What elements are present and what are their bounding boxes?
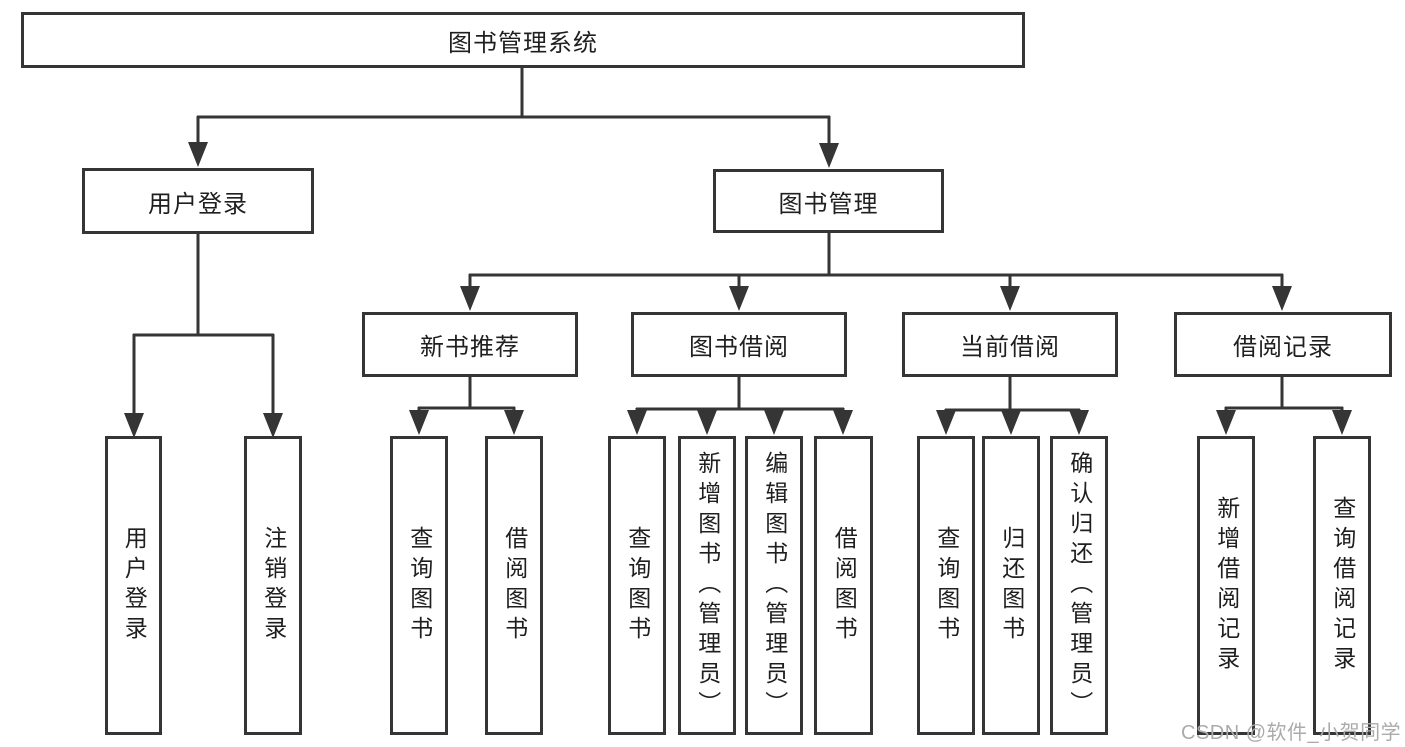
- node-leaf-borrow-books-recommend-label: 借阅图书: [501, 525, 528, 646]
- node-leaf-add-book-admin: 新增图书（管理员）: [678, 436, 736, 735]
- node-leaf-confirm-return-admin: 确认归还（管理员）: [1050, 436, 1108, 735]
- node-borrow-records-label: 借阅记录: [1233, 334, 1333, 361]
- node-book-management: 图书管理: [713, 169, 944, 233]
- node-leaf-query-books-borrowing: 查询图书: [608, 436, 666, 735]
- node-leaf-edit-book-admin-label: 编辑图书（管理员）: [761, 450, 788, 721]
- node-leaf-query-books-borrowing-label: 查询图书: [624, 525, 651, 646]
- node-leaf-query-books-recommend: 查询图书: [390, 436, 448, 735]
- node-leaf-user-login: 用户登录: [105, 436, 162, 735]
- node-user-login-label: 用户登录: [148, 190, 248, 218]
- node-new-book-recommend: 新书推荐: [362, 312, 578, 377]
- node-leaf-edit-book-admin: 编辑图书（管理员）: [745, 436, 803, 735]
- node-leaf-return-books: 归还图书: [982, 436, 1040, 735]
- node-book-borrowing: 图书借阅: [631, 312, 847, 377]
- node-leaf-add-borrow-record: 新增借阅记录: [1197, 436, 1255, 735]
- arrow-down-icons: [124, 142, 1352, 438]
- node-current-borrowing: 当前借阅: [902, 312, 1118, 377]
- node-leaf-add-borrow-record-label: 新增借阅记录: [1213, 495, 1240, 676]
- node-leaf-logout-label: 注销登录: [260, 525, 287, 646]
- watermark-text: CSDN @软件_小贺同学: [1181, 722, 1402, 744]
- node-leaf-query-books-current-label: 查询图书: [933, 525, 960, 646]
- node-leaf-confirm-return-admin-label: 确认归还（管理员）: [1066, 450, 1093, 721]
- node-leaf-query-borrow-record: 查询借阅记录: [1313, 436, 1371, 735]
- node-new-book-recommend-label: 新书推荐: [420, 334, 520, 361]
- node-leaf-user-login-label: 用户登录: [121, 525, 148, 646]
- node-book-management-label: 图书管理: [778, 190, 879, 218]
- node-leaf-logout: 注销登录: [244, 436, 302, 735]
- node-leaf-borrow-books-label: 借阅图书: [831, 525, 858, 646]
- node-root-system: 图书管理系统: [21, 12, 1025, 68]
- node-leaf-borrow-books-recommend: 借阅图书: [485, 436, 543, 735]
- node-user-login: 用户登录: [82, 168, 314, 234]
- node-leaf-add-book-admin-label: 新增图书（管理员）: [694, 450, 721, 721]
- node-borrow-records: 借阅记录: [1174, 312, 1392, 377]
- node-leaf-query-books-recommend-label: 查询图书: [406, 525, 433, 646]
- node-leaf-query-borrow-record-label: 查询借阅记录: [1329, 495, 1356, 676]
- node-leaf-return-books-label: 归还图书: [998, 525, 1025, 646]
- node-leaf-query-books-current: 查询图书: [917, 436, 975, 735]
- node-leaf-borrow-books: 借阅图书: [814, 436, 873, 735]
- node-book-borrowing-label: 图书借阅: [689, 334, 789, 361]
- node-current-borrowing-label: 当前借阅: [960, 334, 1060, 361]
- node-root-system-label: 图书管理系统: [448, 29, 598, 57]
